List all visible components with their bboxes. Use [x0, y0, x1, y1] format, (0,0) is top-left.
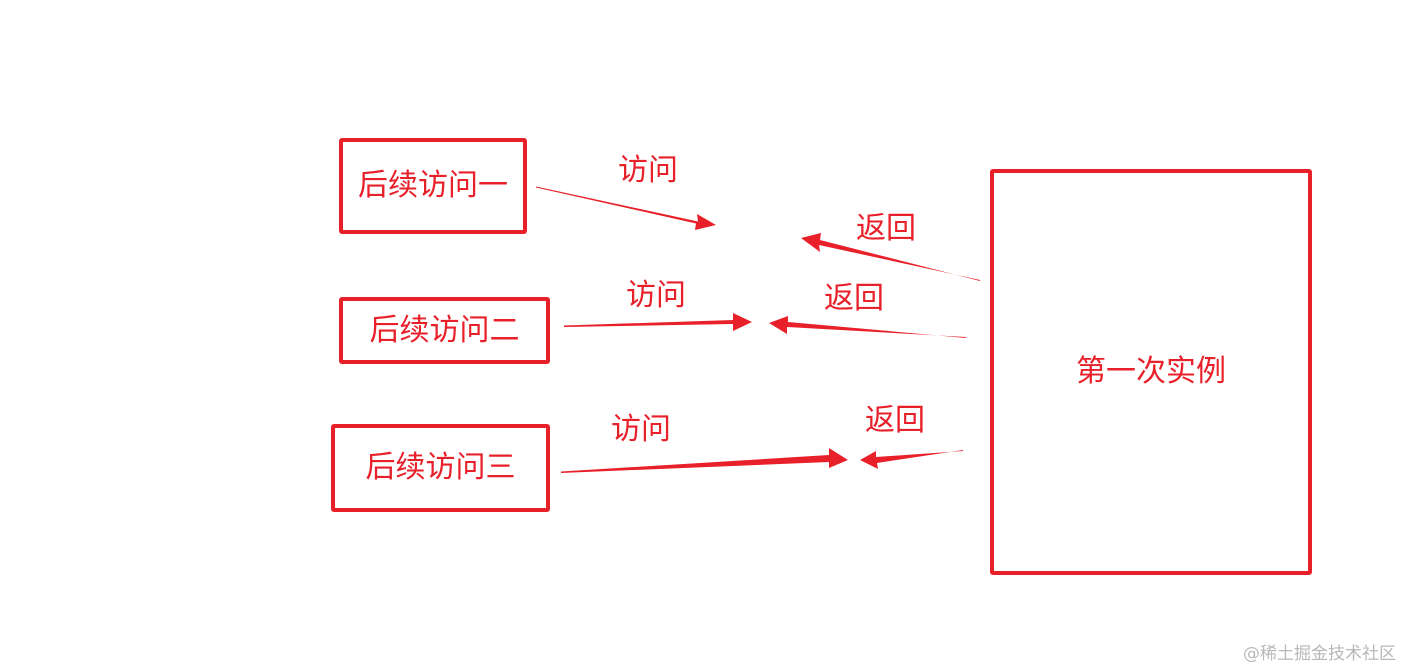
visit-label-3: 访问	[611, 412, 671, 447]
subsequent-access-3-box: 后续访问三	[331, 424, 550, 512]
first-instance-label: 第一次实例	[1076, 354, 1226, 389]
subsequent-access-2-box: 后续访问二	[339, 297, 550, 364]
visit-label-2: 访问	[626, 278, 686, 313]
subsequent-access-3-label: 后续访问三	[365, 450, 516, 485]
return-label-2: 返回	[824, 281, 884, 316]
visit-arrow-2	[564, 313, 752, 331]
return-arrow-2	[769, 316, 966, 338]
visit-arrow-3	[561, 448, 848, 473]
visit-label-1: 访问	[618, 153, 678, 188]
return-label-1: 返回	[856, 211, 916, 246]
subsequent-access-1-box: 后续访问一	[339, 138, 527, 234]
return-label-3: 返回	[865, 403, 925, 438]
subsequent-access-2-label: 后续访问二	[369, 312, 520, 348]
subsequent-access-1-label: 后续访问一	[358, 168, 508, 203]
return-arrow-3	[860, 450, 963, 469]
visit-arrow-1	[536, 186, 716, 230]
first-instance-box: 第一次实例	[990, 169, 1312, 575]
return-arrow-1	[801, 233, 980, 281]
watermark: @稀土掘金技术社区	[1243, 644, 1396, 664]
